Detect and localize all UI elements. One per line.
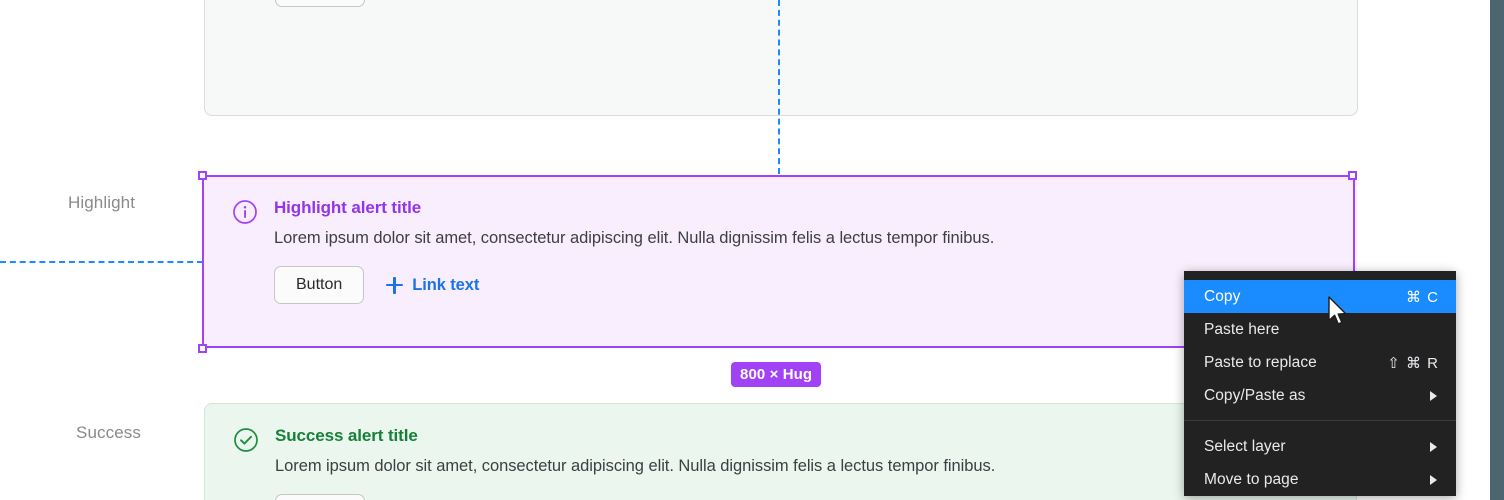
alert-inner: Success alert title Lorem ipsum dolor si…	[233, 426, 1328, 500]
menu-item-label: Paste here	[1204, 320, 1280, 338]
alert-button[interactable]: Button	[275, 494, 366, 500]
submenu-arrow-icon	[1430, 441, 1437, 452]
check-circle-icon	[233, 427, 259, 453]
menu-item-label: Select layer	[1204, 437, 1286, 455]
menu-item-select-layer[interactable]: Select layer	[1184, 430, 1456, 463]
alert-description: Lorem ipsum dolor sit amet, consectetur …	[274, 229, 995, 247]
alert-inner: Highlight alert title Lorem ipsum dolor …	[232, 198, 1329, 305]
submenu-arrow-icon	[1430, 474, 1437, 485]
menu-item-copy[interactable]: Copy ⌘ C	[1184, 280, 1456, 313]
alert-title: Highlight alert title	[274, 198, 422, 217]
menu-item-label: Move to page	[1204, 470, 1299, 488]
menu-item-shortcut: ⌘ C	[1406, 288, 1439, 306]
menu-separator	[1184, 420, 1456, 421]
alert-actions: Button Link text	[275, 0, 1329, 8]
alert-description: Lorem ipsum dolor sit amet, consectetur …	[275, 457, 996, 475]
alert-title: Success alert title	[275, 426, 418, 445]
alert-body: Success alert title Lorem ipsum dolor si…	[275, 426, 1328, 500]
alert-actions: Button Link text	[274, 266, 1329, 305]
selection-handle-top-left[interactable]	[198, 171, 207, 180]
menu-item-paste-here[interactable]: Paste here	[1184, 313, 1456, 346]
menu-item-move-to-page[interactable]: Move to page	[1184, 463, 1456, 496]
selection-handle-bottom-left[interactable]	[198, 344, 207, 353]
alert-button[interactable]: Button	[274, 266, 365, 305]
menu-item-label: Copy	[1204, 287, 1241, 305]
alert-link[interactable]: Link text	[386, 276, 479, 295]
horizontal-alignment-guide	[0, 261, 203, 263]
submenu-arrow-icon	[1430, 390, 1437, 401]
alert-inner: Lorem ipsum dolor sit amet, consectetur …	[233, 0, 1329, 8]
menu-item-label: Copy/Paste as	[1204, 386, 1306, 404]
row-label-highlight: Highlight	[68, 193, 136, 212]
plus-icon	[386, 276, 404, 294]
alert-card-neutral[interactable]: Lorem ipsum dolor sit amet, consectetur …	[204, 0, 1358, 116]
alert-button[interactable]: Button	[275, 0, 366, 8]
menu-item-shortcut: ⇧ ⌘ R	[1387, 354, 1439, 372]
vertical-alignment-guide	[778, 0, 780, 174]
alert-card-highlight[interactable]: Highlight alert title Lorem ipsum dolor …	[204, 176, 1357, 348]
alert-card-success[interactable]: Success alert title Lorem ipsum dolor si…	[204, 403, 1357, 500]
menu-item-copy-paste-as[interactable]: Copy/Paste as	[1184, 379, 1456, 412]
right-edge-strip	[1490, 0, 1504, 500]
menu-item-paste-to-replace[interactable]: Paste to replace ⇧ ⌘ R	[1184, 346, 1456, 379]
info-circle-icon	[232, 199, 258, 225]
row-label-success: Success	[76, 423, 141, 442]
alert-body: Highlight alert title Lorem ipsum dolor …	[274, 198, 1329, 305]
alert-link-label: Link text	[412, 275, 480, 294]
menu-item-label: Paste to replace	[1204, 353, 1317, 371]
selection-handle-top-right[interactable]	[1348, 171, 1357, 180]
alert-body: Lorem ipsum dolor sit amet, consectetur …	[275, 0, 1329, 8]
alert-actions: Button Link text	[275, 494, 1328, 500]
size-badge: 800 × Hug	[731, 362, 822, 387]
